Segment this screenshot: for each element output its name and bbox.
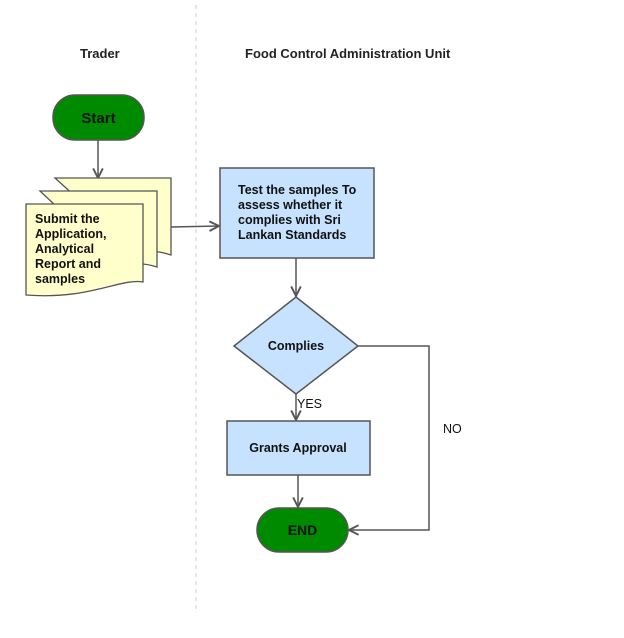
test-line-4: Lankan Standards xyxy=(238,228,347,242)
submit-line-2: Application, xyxy=(35,227,107,241)
submit-label: Submit the Application, Analytical Repor… xyxy=(35,212,107,287)
test-line-3: complies with Sri xyxy=(238,213,341,227)
submit-line-4: Report and xyxy=(35,257,101,271)
submit-line-3: Analytical xyxy=(35,242,95,256)
decision-label: Complies xyxy=(268,339,324,353)
submit-line-1: Submit the xyxy=(35,212,100,226)
no-label: NO xyxy=(443,422,462,436)
end-label: END xyxy=(288,522,318,538)
approval-label: Grants Approval xyxy=(249,441,346,455)
test-samples-process[interactable] xyxy=(219,167,375,259)
edge-submit-test xyxy=(170,226,219,227)
yes-label: YES xyxy=(297,397,322,411)
lane-title-food-control: Food Control Administration Unit xyxy=(245,46,451,61)
test-line-2: assess whether it xyxy=(238,198,343,212)
start-label: Start xyxy=(81,110,115,127)
submit-line-5: samples xyxy=(35,272,86,286)
test-label: Test the samples To assess whether it co… xyxy=(238,183,356,243)
test-line-1: Test the samples To xyxy=(238,183,357,197)
edge-no xyxy=(349,345,430,530)
grants-approval-process[interactable] xyxy=(226,420,371,476)
submit-documents-shape[interactable] xyxy=(25,177,172,297)
lane-title-trader: Trader xyxy=(80,46,120,61)
end-terminal[interactable] xyxy=(256,507,349,553)
